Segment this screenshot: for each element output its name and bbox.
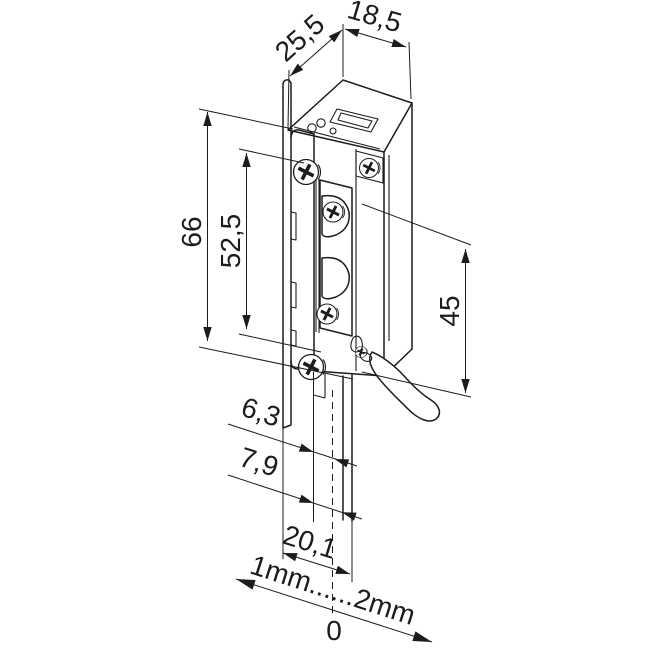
scale-zero-label: 0: [326, 615, 342, 646]
scale-line: [235, 578, 433, 643]
keeper-screw-lower: [315, 302, 341, 326]
arrowhead: [391, 38, 408, 52]
ext-line: [361, 203, 472, 398]
body-front-bottom-edge: [313, 370, 385, 377]
faceplate-edge-strip: [282, 79, 292, 429]
dim-label-66: 66: [176, 216, 207, 247]
body-foot-edge: [313, 374, 326, 399]
top-hole-left: [307, 123, 317, 133]
dimension-overall-height: 66: [176, 108, 354, 380]
dimension-keeper-height: 52,5: [215, 148, 322, 353]
lever-pivot: [359, 352, 373, 362]
adjuster-boss: [355, 150, 384, 184]
top-slot-outer: [329, 108, 379, 133]
arrowhead: [242, 153, 251, 167]
arrowhead: [461, 249, 470, 263]
ext-line: [342, 24, 412, 100]
adjustment-scale: 1mm......2mm 0: [234, 549, 434, 647]
faceplate-front-strip-top: [290, 129, 315, 138]
dim-label-20-1: 20,1: [279, 519, 340, 565]
dim-label-45: 45: [434, 295, 465, 326]
arrowhead: [242, 315, 251, 329]
release-lever: [350, 335, 441, 422]
dimension-latch-height: 45: [361, 203, 472, 398]
ext-line: [238, 148, 322, 353]
adjustment-screw: [358, 157, 382, 179]
dimension-offset-large: 7,9: [227, 441, 363, 521]
dim-label-7-9: 7,9: [236, 441, 283, 483]
top-hole-small: [329, 127, 337, 135]
dim-line: [227, 423, 358, 467]
dim-line: [227, 474, 363, 520]
dim-label-6-3: 6,3: [238, 391, 285, 433]
door-strike-device: [282, 79, 441, 614]
faceplate-front-strip-bottom: [290, 360, 315, 373]
arrowhead: [461, 379, 470, 393]
arrowhead: [203, 327, 212, 341]
arrowhead: [298, 443, 315, 456]
latch-jaw-lower: [321, 256, 350, 300]
arrowhead: [298, 494, 315, 507]
faceplate-screw-lower: [296, 352, 328, 382]
top-hole-right: [316, 118, 326, 128]
lever-base-curl: [350, 335, 363, 353]
arrowhead: [412, 631, 434, 647]
ext-line: [198, 108, 354, 380]
ext-line: [287, 69, 290, 130]
arrowhead: [203, 112, 212, 126]
keeper-window-frame: [319, 179, 353, 337]
strike-body: [287, 79, 413, 399]
dimension-top-width: 18,5: [342, 0, 412, 100]
dim-label-25-5: 25,5: [269, 8, 330, 67]
arrowhead: [333, 455, 350, 468]
dim-label-52-5: 52,5: [215, 214, 246, 269]
top-slot-inner: [337, 112, 373, 129]
lever-arm: [369, 351, 441, 422]
